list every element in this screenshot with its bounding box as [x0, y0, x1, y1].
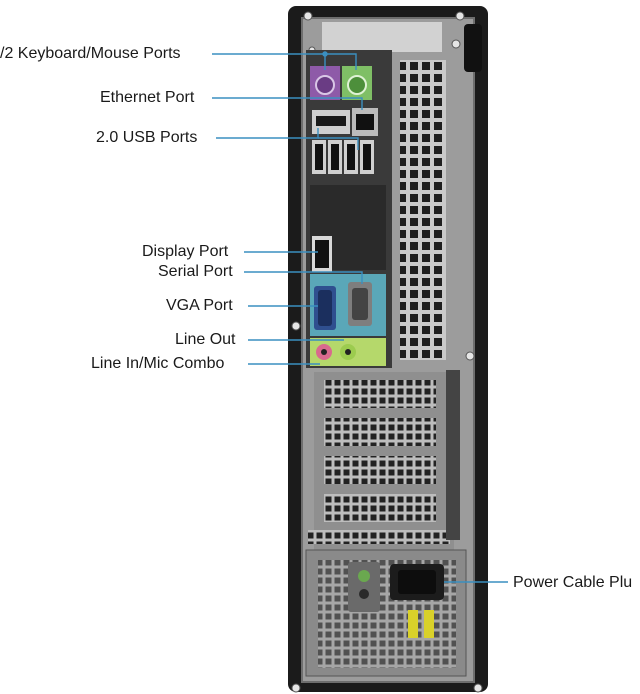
leader-lines — [212, 51, 508, 583]
usb-ports-label: 2.0 USB Ports — [96, 129, 198, 146]
display-port-label: Display Port — [142, 243, 229, 260]
right-vent — [400, 60, 446, 360]
latch — [464, 24, 482, 72]
vga-port-label: VGA Port — [166, 297, 233, 314]
screws — [291, 11, 483, 693]
power-cable-label: Power Cable Plu — [513, 574, 633, 591]
line-out-label: Line Out — [175, 331, 236, 348]
serial-port-label: Serial Port — [158, 263, 233, 280]
line-in-mic-label: Line In/Mic Combo — [91, 355, 225, 372]
usb-ports — [312, 140, 374, 174]
expansion-slots — [308, 370, 460, 562]
ps2-ports-label: /2 Keyboard/Mouse Ports — [0, 45, 181, 62]
ethernet-port-label: Ethernet Port — [100, 89, 195, 106]
